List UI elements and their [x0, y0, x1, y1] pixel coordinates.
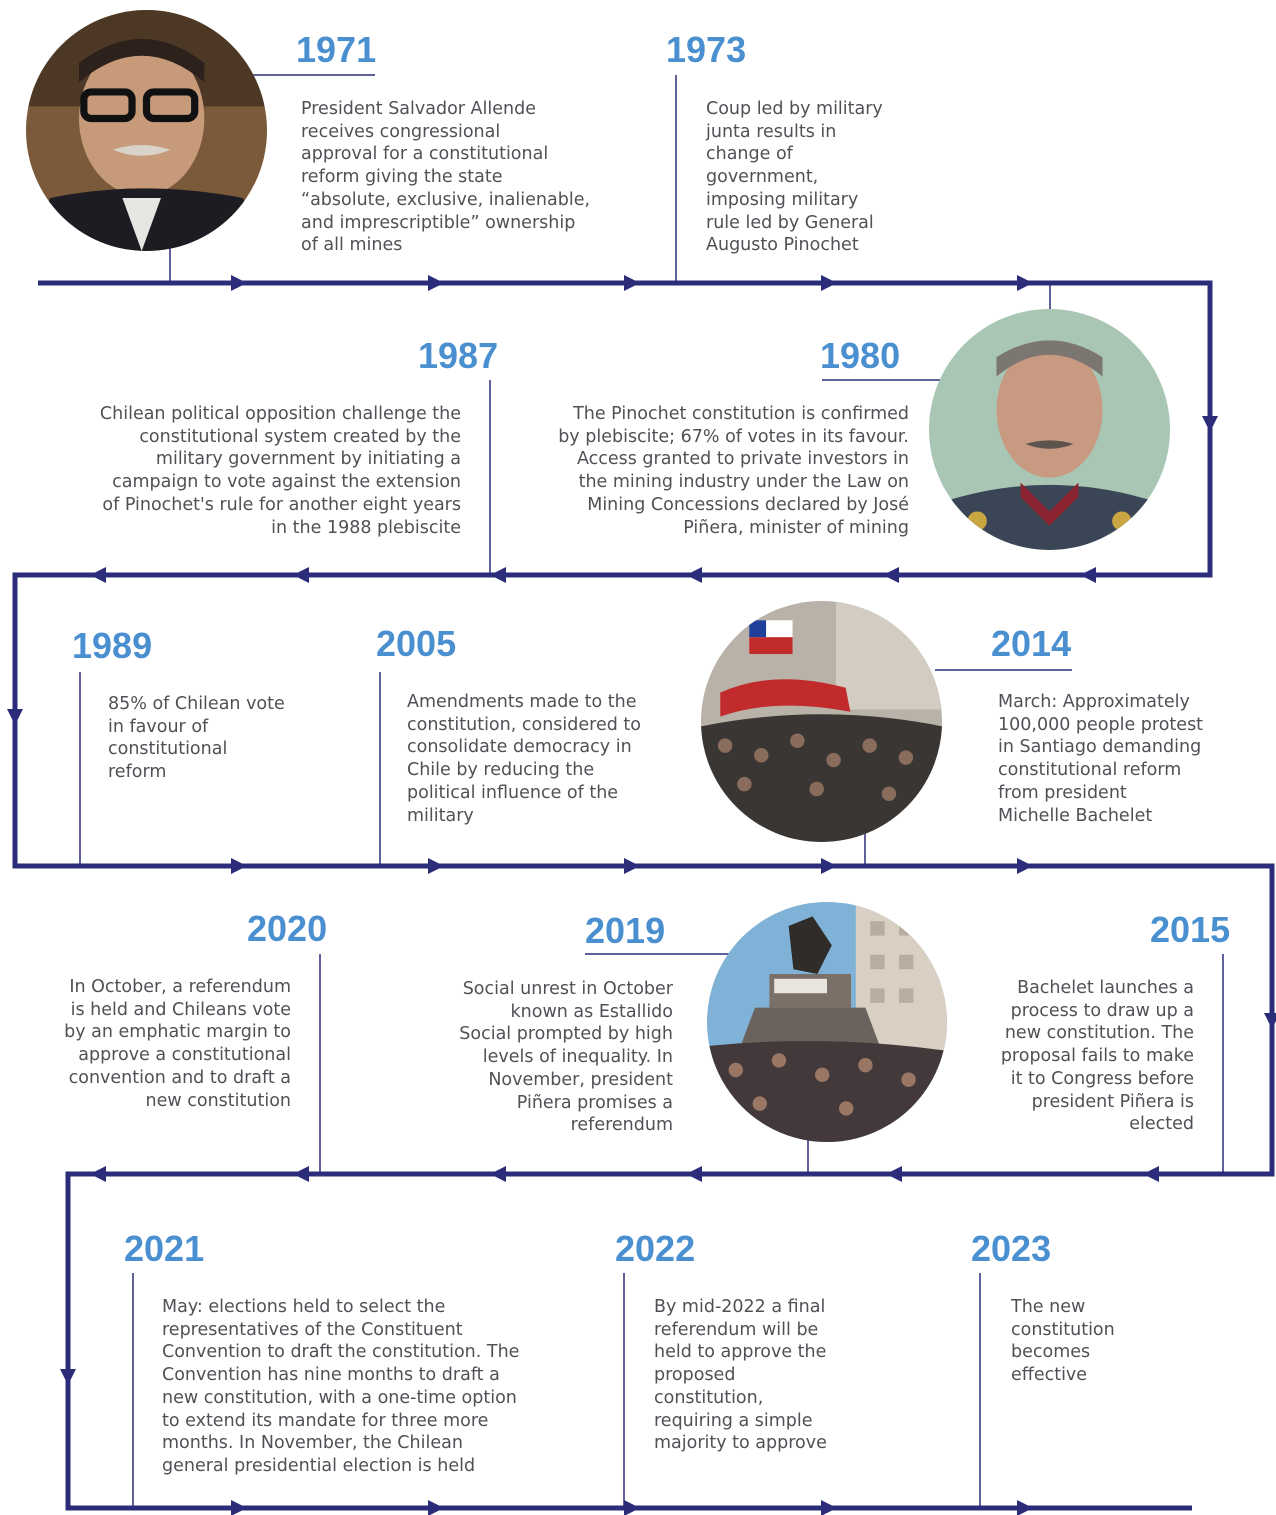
timeline-arrow-icon — [624, 275, 640, 291]
event-1973-text: Coup led by military junta results in ch… — [706, 99, 883, 256]
timeline-arrow-icon — [1202, 416, 1218, 432]
timeline-arrow-icon — [231, 275, 247, 291]
timeline-arrow-icon — [490, 1166, 506, 1182]
timeline-arrow-icon — [7, 709, 23, 725]
timeline-arrow-icon — [293, 1166, 309, 1182]
year-2021: 2021 — [124, 1228, 205, 1269]
timeline-arrow-icon — [883, 567, 899, 583]
timeline-arrow-icon — [686, 567, 702, 583]
event-2022-text: By mid-2022 a final referendum will be h… — [654, 1297, 827, 1454]
year-1973: 1973 — [666, 29, 747, 70]
year-2023: 2023 — [971, 1228, 1052, 1269]
event-2015-text: Bachelet launches a process to draw up a… — [1000, 978, 1194, 1135]
event-2005-text: Amendments made to the constitution, con… — [407, 692, 641, 826]
event-1987-text: Chilean political opposition challenge t… — [99, 404, 461, 538]
timeline-arrow-icon — [821, 275, 837, 291]
timeline-arrow-icon — [1080, 567, 1096, 583]
timeline-arrow-icon — [1017, 1500, 1033, 1515]
timeline-arrow-icon — [231, 1500, 247, 1515]
timeline-arrow-icon — [490, 567, 506, 583]
timeline-arrow-icon — [1017, 275, 1033, 291]
year-2019: 2019 — [585, 910, 666, 951]
timeline-arrow-icon — [231, 858, 247, 874]
timeline-arrow-icon — [428, 1500, 444, 1515]
timeline-arrow-icon — [886, 1166, 902, 1182]
event-2014-text: March: Approximately 100,000 people prot… — [998, 692, 1204, 826]
timeline-arrow-icon — [624, 858, 640, 874]
timeline-arrow-icon — [428, 858, 444, 874]
timeline-arrow-icon — [293, 567, 309, 583]
year-2022: 2022 — [615, 1228, 696, 1269]
year-2014: 2014 — [991, 623, 1072, 664]
timeline-arrow-icon — [686, 1166, 702, 1182]
estallido-social-photo — [707, 902, 947, 1142]
timeline-arrow-icon — [821, 858, 837, 874]
year-2005: 2005 — [376, 623, 457, 664]
year-2020: 2020 — [247, 908, 328, 949]
event-1971-text: President Salvador Allende receives cong… — [301, 99, 591, 256]
year-1971: 1971 — [296, 29, 377, 70]
event-2020-text: In October, a referendum is held and Chi… — [64, 977, 291, 1111]
timeline-arrow-icon — [90, 1166, 106, 1182]
year-1980: 1980 — [820, 335, 901, 376]
timeline-arrow-icon — [1017, 858, 1033, 874]
event-2023-text: The new constitution becomes effective — [1011, 1297, 1115, 1386]
timeline-arrow-icon — [624, 1500, 640, 1515]
protest-2014-photo — [701, 601, 942, 842]
timeline-arrow-icon — [821, 1500, 837, 1515]
timeline-arrow-icon — [1264, 1013, 1276, 1029]
pinochet-portrait — [929, 309, 1170, 550]
event-1989-text: 85% of Chilean vote in favour of constit… — [108, 694, 285, 783]
event-1980-text: The Pinochet constitution is confirmed b… — [558, 404, 909, 538]
timeline-arrow-icon — [1143, 1166, 1159, 1182]
timeline-arrow-icon — [90, 567, 106, 583]
year-1989: 1989 — [72, 625, 153, 666]
year-1987: 1987 — [418, 335, 499, 376]
event-2021-text: May: elections held to select the repres… — [162, 1297, 520, 1476]
timeline-arrow-icon — [60, 1369, 76, 1385]
event-2019-text: Social unrest in October known as Estall… — [459, 979, 673, 1136]
allende-portrait — [26, 10, 267, 251]
timeline-arrow-icon — [428, 275, 444, 291]
year-2015: 2015 — [1150, 909, 1231, 950]
